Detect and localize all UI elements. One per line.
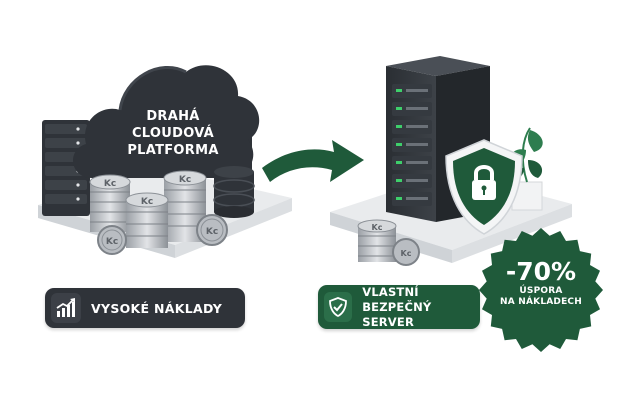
own-server-line2: BEZPEČNÝ SERVER	[362, 299, 432, 329]
own-server-text: VLASTNÍ BEZPEČNÝ SERVER	[362, 285, 480, 330]
savings-line2: NA NÁKLADECH	[500, 297, 582, 307]
coin-symbol: Kc	[401, 249, 412, 258]
coin-symbol: Kc	[206, 227, 218, 237]
cloud-label: DRAHÁ CLOUDOVÁ PLATFORMA	[118, 108, 228, 159]
coin-symbol: Kc	[372, 223, 383, 232]
savings-badge	[479, 228, 603, 352]
arrow-right-icon	[262, 140, 364, 182]
shield-check-icon	[324, 292, 353, 322]
cloud-label-line3: PLATFORMA	[127, 143, 219, 158]
high-costs-text: VYSOKÉ NÁKLADY	[91, 300, 223, 316]
database-cylinders	[213, 166, 255, 218]
left-server-stack	[42, 120, 90, 216]
coin-stacks-left: Kc Kc Kc Kc	[89, 170, 228, 255]
savings-badge-text: -70% ÚSPORA NA NÁKLADECH	[486, 258, 596, 308]
coin-symbol: Kc	[106, 237, 118, 247]
coin-symbol: Kc	[104, 179, 116, 189]
own-server-label: VLASTNÍ BEZPEČNÝ SERVER	[318, 285, 480, 329]
high-costs-label: VYSOKÉ NÁKLADY	[45, 288, 245, 328]
cloud-label-line1: DRAHÁ	[146, 109, 200, 124]
savings-line1: ÚSPORA	[519, 286, 563, 296]
coin-stacks-right: Kc Kc	[357, 219, 420, 266]
shield-lock-icon	[445, 139, 523, 235]
savings-percent: -70%	[505, 257, 577, 286]
coin-symbol: Kc	[141, 197, 153, 207]
cloud-label-line2: CLOUDOVÁ	[131, 126, 215, 141]
rising-chart-icon	[51, 293, 81, 323]
plant-icon	[509, 127, 543, 211]
coin-symbol: Kc	[179, 175, 191, 185]
cloud-shape	[73, 65, 260, 179]
own-server-line1: VLASTNÍ	[362, 284, 419, 299]
